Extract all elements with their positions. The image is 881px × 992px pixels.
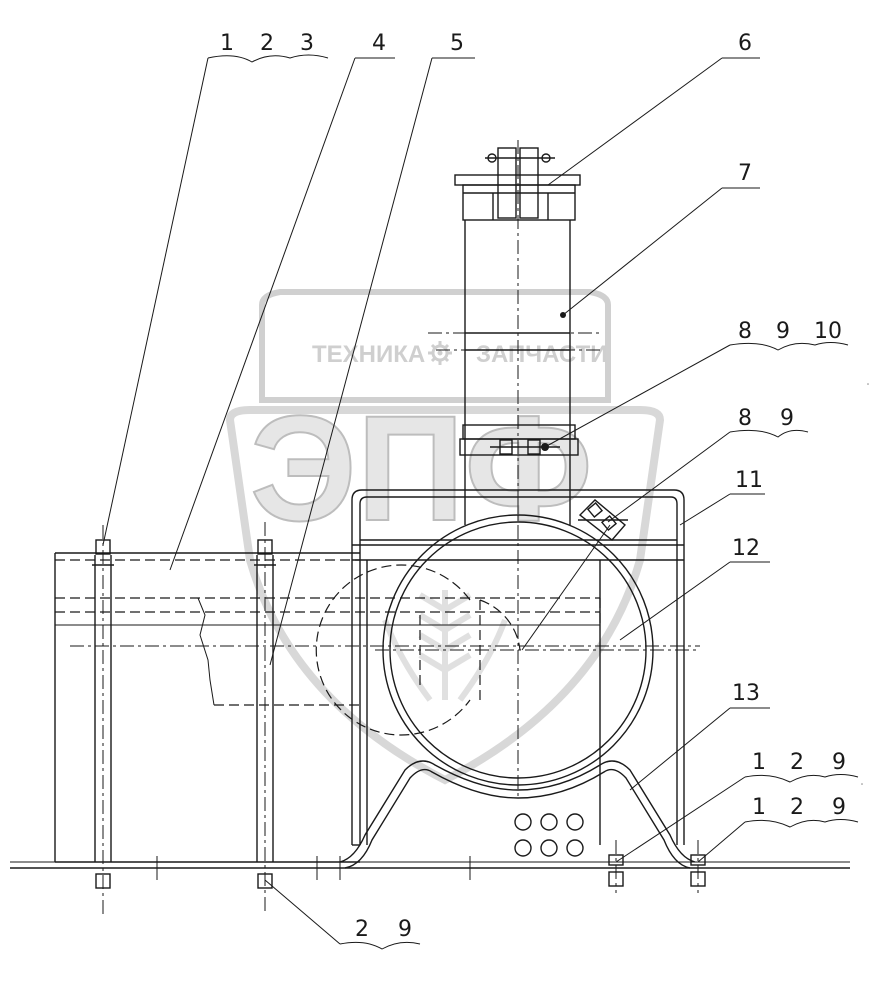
frame-rail [54,552,700,863]
callout-label: 1 [752,795,766,820]
callout-1-2-3: 1 2 3 [102,31,329,546]
cylinder-tank [315,500,700,800]
callout-8-9: 8 9 [607,406,809,523]
callout-1-2-9-a: 1 2 9 [615,750,859,863]
callout-label: 10 [814,319,842,344]
pipe-clamp [459,424,579,456]
callout-11: 11 [679,468,765,526]
callout-2-9: 2 9 [264,879,421,950]
callout-label: 8 [738,319,752,344]
bolt-right-b [690,840,706,893]
wheat-emblem [382,590,508,702]
callout-label: 9 [398,917,412,942]
callout-8-9-10: 8 9 10 [544,319,849,448]
callout-label: 2 [355,917,369,942]
callout-label: 9 [832,750,846,775]
bolt-left [92,525,114,915]
base-line [10,856,850,880]
bolt-middle [254,522,276,915]
pipe-cap [454,147,581,221]
callout-label: 9 [776,319,790,344]
callout-label: 4 [372,31,386,56]
callout-label: 9 [832,795,846,820]
callout-label: 6 [738,31,752,56]
vertical-pipe [428,140,600,525]
callout-label: 7 [738,161,752,186]
callout-4: 4 [169,31,395,571]
callout-label: 12 [732,536,760,561]
watermark-text-left: ТЕХНИКА [312,341,425,368]
support-strap [339,760,696,869]
callout-1-2-9-b: 1 2 9 [697,795,859,863]
callout-12: 12 [619,536,770,641]
callout-13: 13 [629,681,770,791]
callout-label: 5 [450,31,464,56]
callout-label: 1 [220,31,234,56]
callout-label: 2 [790,795,804,820]
callout-label: 1 [752,750,766,775]
watermark-logo: ЭПФ [250,384,593,552]
callout-label: 13 [732,681,760,706]
callout-5: 5 [269,31,475,666]
callout-label: 2 [260,31,274,56]
watermark: ЭПФ ТЕХНИКА ЗАПЧАСТИ [225,289,665,785]
callout-label: 3 [300,31,314,56]
bolt-right-a [608,840,624,893]
watermark-text-right: ЗАПЧАСТИ [476,341,608,368]
hole-pattern [514,813,584,857]
callout-label: 11 [735,468,763,493]
callout-label: 2 [790,750,804,775]
tank-clamp [578,499,628,541]
callout-label: 8 [738,406,752,431]
callout-7: 7 [560,161,760,318]
gear-icon [428,341,452,365]
callout-6: 6 [547,31,760,186]
callout-label: 9 [780,406,794,431]
